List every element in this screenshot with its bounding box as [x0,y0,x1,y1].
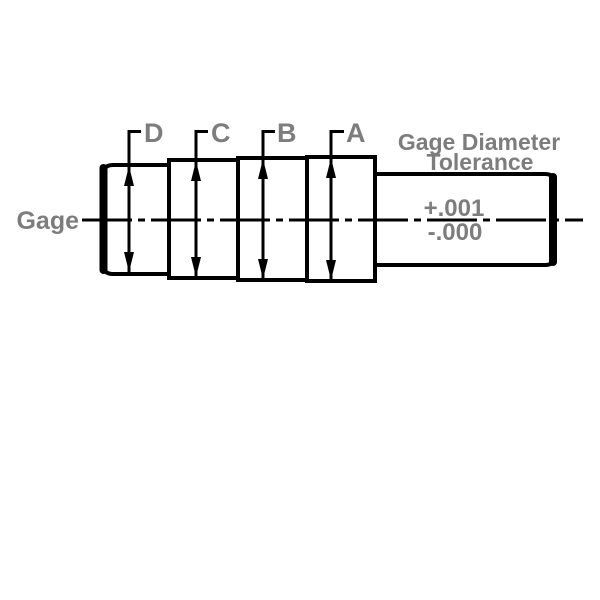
step-a-arrow-down [326,260,336,280]
step-d-dimension [124,130,141,272]
tolerance-lower-value: -.000 [428,219,483,246]
step-b-label: B [277,118,297,148]
dimension-lines [124,130,344,280]
tolerance-upper-value: +.001 [424,195,485,222]
step-c-dimension [191,130,208,277]
step-a-label: A [346,118,366,148]
step-a-arrow-up [326,158,336,178]
tolerance-heading-line2: Tolerance [427,149,534,175]
step-c-label: C [211,118,231,148]
step-b-dimension [258,130,275,279]
step-d-arrow-up [124,166,134,186]
tolerance-heading-line1: Gage Diameter [398,129,560,155]
step-a-dimension [326,130,344,280]
step-d-label: D [144,118,164,148]
step-c-arrow-up [191,161,201,181]
step-c-arrow-down [191,257,201,277]
gage-label: Gage [16,207,79,235]
step-d-arrow-down [124,252,134,272]
step-b-arrow-up [258,159,268,179]
step-b-arrow-down [258,259,268,279]
